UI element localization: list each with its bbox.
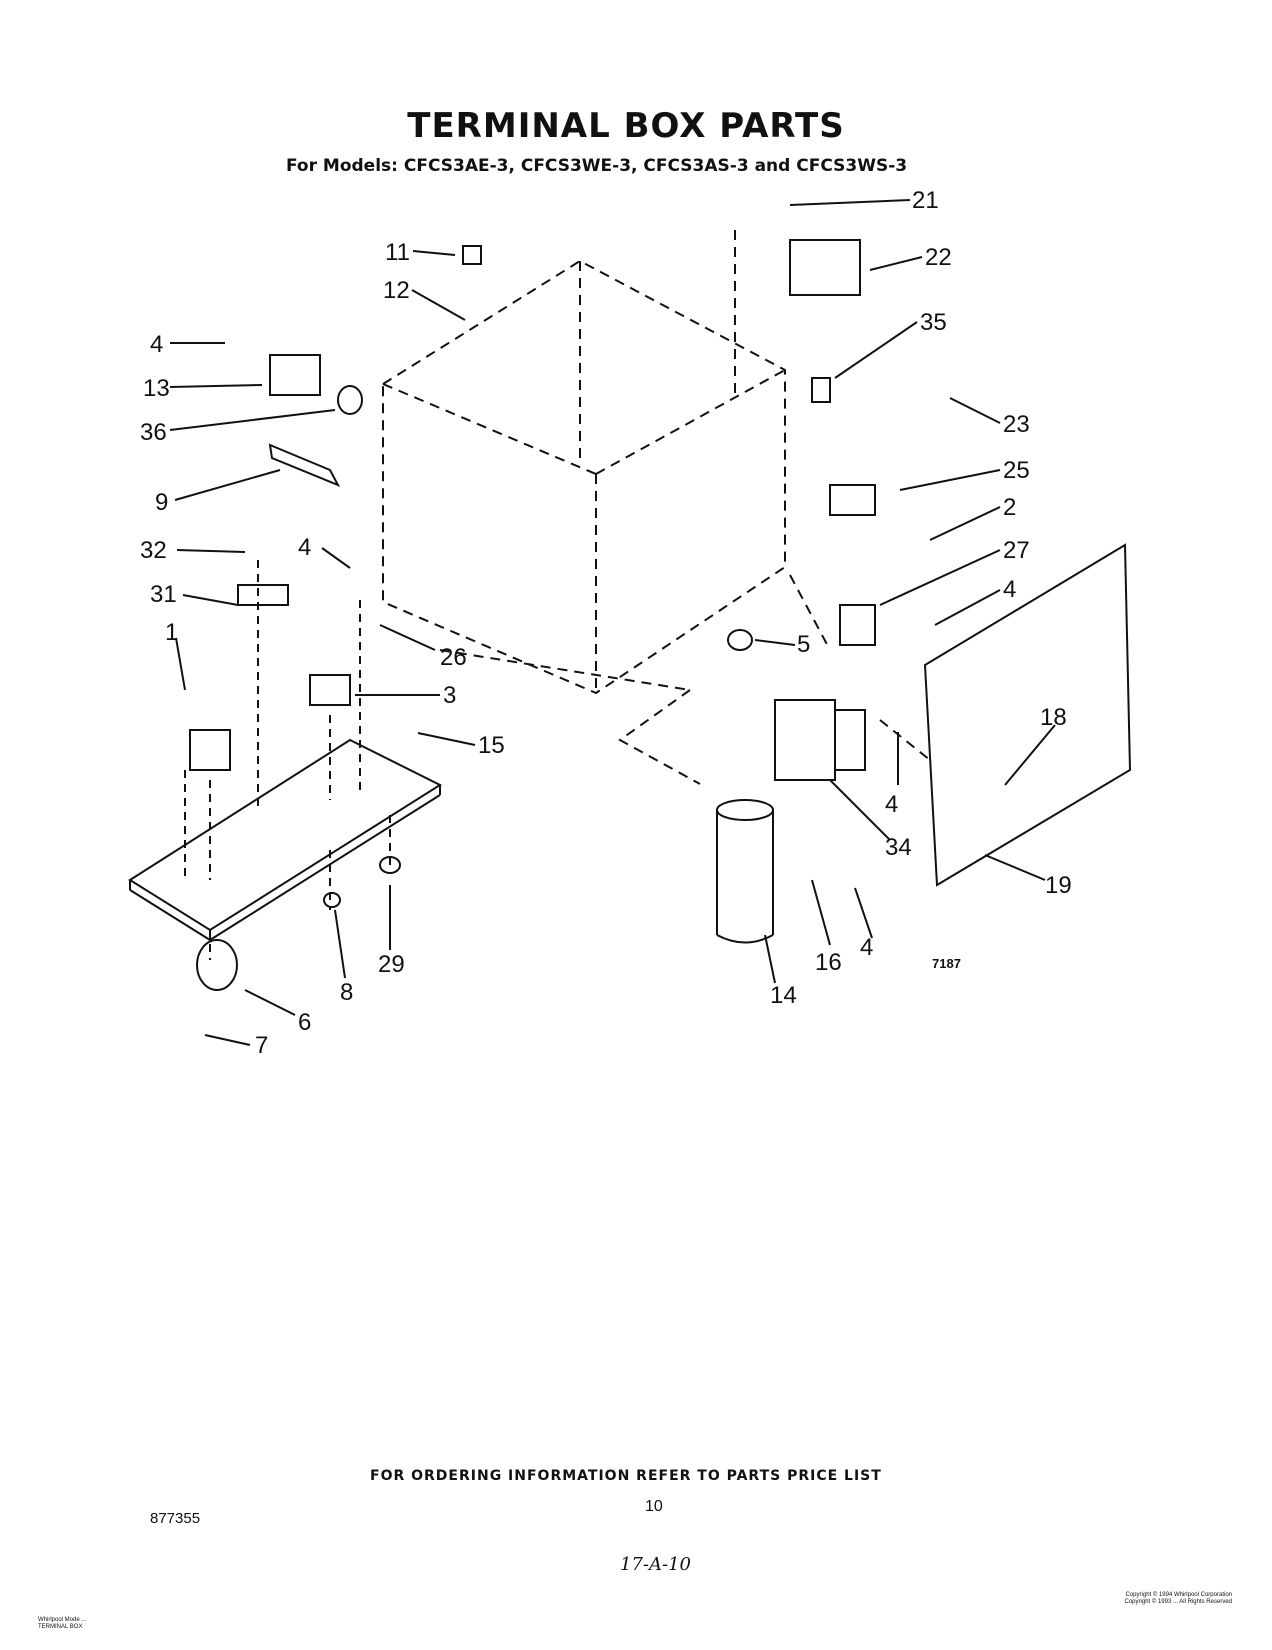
callout-label: 22 bbox=[925, 244, 952, 271]
terminal-block-31 bbox=[237, 584, 289, 606]
component-22 bbox=[789, 239, 861, 296]
alignment-lines bbox=[184, 560, 391, 960]
footer-right-line: Copyright © 1993 ... All Rights Reserved bbox=[1124, 1599, 1232, 1605]
bushing-36 bbox=[337, 385, 363, 415]
callout-label: 12 bbox=[383, 277, 410, 304]
footer-left-line: Whirlpool Mode ... bbox=[38, 1617, 87, 1623]
component-13 bbox=[269, 354, 321, 396]
footer-left-line: TERMINAL BOX bbox=[38, 1624, 83, 1630]
callout-label: 32 bbox=[140, 537, 167, 564]
bushing-11 bbox=[462, 245, 482, 265]
terminal-plate bbox=[128, 738, 443, 941]
page-title: TERMINAL BOX PARTS bbox=[407, 106, 845, 146]
callout-label: 35 bbox=[920, 309, 947, 336]
models-subtitle: For Models: CFCS3AE-3, CFCS3WE-3, CFCS3A… bbox=[286, 156, 908, 176]
motor-1 bbox=[189, 729, 231, 771]
grommet-6 bbox=[196, 939, 238, 991]
callout-label: 4 bbox=[298, 534, 311, 561]
cover-panel bbox=[923, 543, 1132, 887]
callout-label: 4 bbox=[885, 791, 898, 818]
terminal-box-outline bbox=[382, 230, 931, 785]
callout-label: 5 bbox=[797, 631, 810, 658]
callout-label: 16 bbox=[815, 949, 842, 976]
callout-label: 25 bbox=[1003, 457, 1030, 484]
washer-29 bbox=[379, 856, 401, 874]
callout-label: 23 bbox=[1003, 411, 1030, 438]
footer-right-line: Copyright © 1994 Whirlpool Corporation bbox=[1125, 1592, 1232, 1598]
footer-right: Copyright © 1994 Whirlpool Corporation C… bbox=[1125, 1592, 1232, 1606]
callout-label: 13 bbox=[143, 375, 170, 402]
component-27 bbox=[839, 604, 876, 646]
clip-35 bbox=[811, 377, 831, 403]
washer-8 bbox=[323, 892, 341, 908]
callout-label: 6 bbox=[298, 1009, 311, 1036]
callout-label: 18 bbox=[1040, 704, 1067, 731]
callout-label: 27 bbox=[1003, 537, 1030, 564]
switch-3 bbox=[309, 674, 351, 706]
callout-label: 31 bbox=[150, 581, 177, 608]
callout-label: 36 bbox=[140, 419, 167, 446]
callout-label: 4 bbox=[860, 934, 873, 961]
leader-lines bbox=[169, 199, 1056, 1046]
component-25 bbox=[829, 484, 876, 516]
callout-label: 2 bbox=[1003, 494, 1016, 521]
callout-label: 4 bbox=[150, 331, 163, 358]
callout-label: 9 bbox=[155, 489, 168, 516]
callout-label: 34 bbox=[885, 834, 912, 861]
diagram-reference: 7187 bbox=[932, 956, 961, 971]
callout-label: 4 bbox=[1003, 576, 1016, 603]
relay bbox=[774, 699, 866, 781]
page-number: 10 bbox=[645, 1498, 663, 1515]
callout-label: 11 bbox=[385, 239, 410, 266]
callout-label: 14 bbox=[770, 982, 797, 1009]
callout-label: 7 bbox=[255, 1032, 268, 1059]
capacitor bbox=[716, 799, 774, 944]
callout-label: 21 bbox=[912, 187, 939, 214]
callout-label: 15 bbox=[478, 732, 505, 759]
callout-label: 29 bbox=[378, 951, 405, 978]
document-number: 877355 bbox=[150, 1510, 201, 1527]
footer-left: Whirlpool Mode ... TERMINAL BOX bbox=[38, 1617, 86, 1631]
callout-label: 8 bbox=[340, 979, 353, 1006]
strap-9 bbox=[268, 443, 341, 487]
part-5 bbox=[727, 629, 753, 651]
callout-label: 19 bbox=[1045, 872, 1072, 899]
handwritten-note: 17-A-10 bbox=[620, 1554, 691, 1575]
callout-labels: 21 22 11 12 35 4 13 36 23 25 9 2 32 4 27… bbox=[140, 187, 1072, 1059]
callout-label: 1 bbox=[165, 619, 178, 646]
callout-label: 3 bbox=[443, 682, 456, 709]
ordering-note: FOR ORDERING INFORMATION REFER TO PARTS … bbox=[370, 1468, 882, 1484]
callout-label: 26 bbox=[440, 644, 467, 671]
